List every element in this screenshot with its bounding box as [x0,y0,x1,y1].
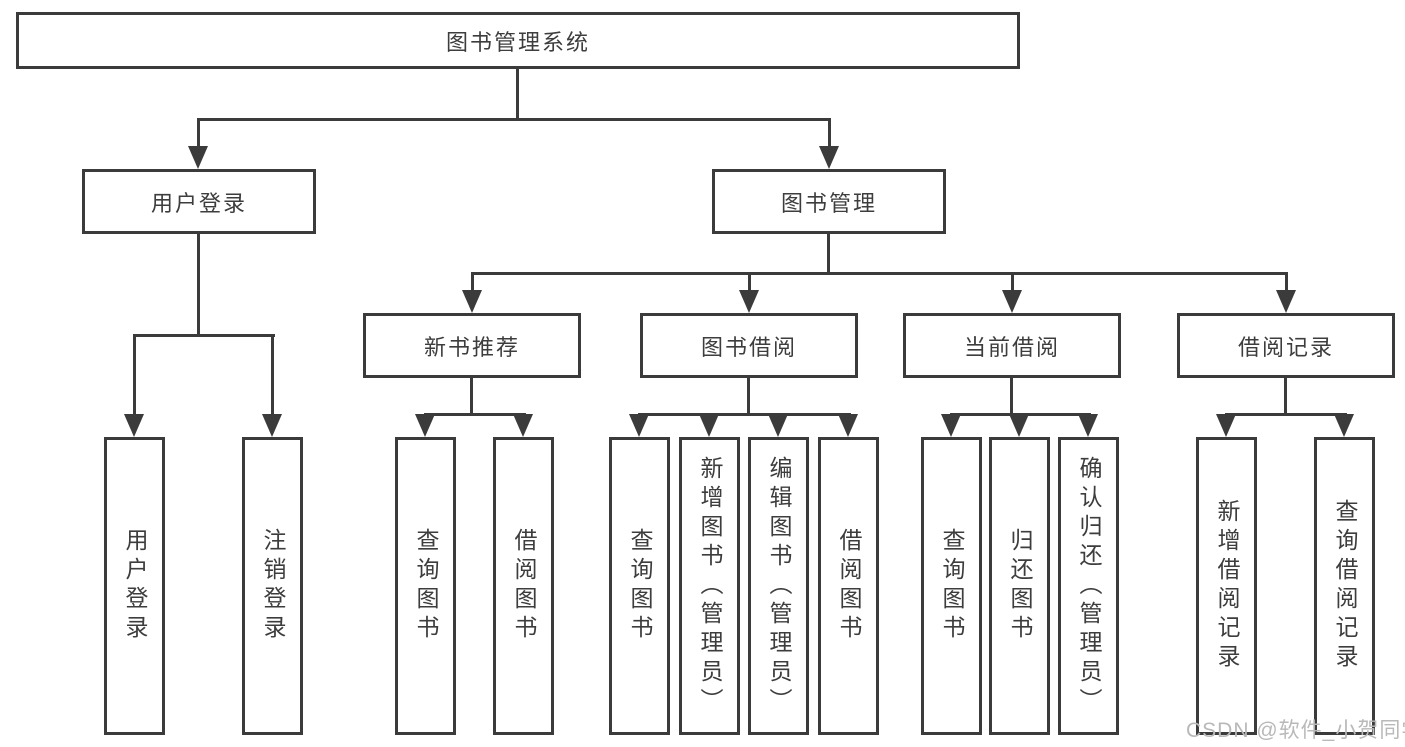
connector-line [747,376,750,416]
connector-bar [1225,413,1347,416]
leaf-label: 查询图书 [627,528,653,644]
connector-line [1010,376,1013,416]
arrow-down-icon [513,414,533,437]
leaf-label: 确认归还（管理员） [1076,455,1102,717]
connector-line [271,334,274,416]
connector-line [828,118,831,148]
connector-line [197,118,200,148]
node-book-management: 图书管理 [712,169,946,234]
arrow-down-icon [1009,414,1029,437]
node-label: 当前借阅 [963,334,1060,360]
node-book-borrowing: 图书借阅 [640,313,858,378]
arrow-down-icon [1078,414,1098,437]
leaf-label: 注销登录 [260,528,286,644]
connector-root-bar [198,118,831,121]
arrow-down-icon [699,414,719,437]
arrow-down-icon [1334,414,1354,437]
leaf-label: 归还图书 [1007,528,1033,644]
leaf-user-login: 用户登录 [104,437,165,735]
connector-bar [471,272,1288,275]
connector-line [748,272,751,292]
arrow-down-icon [629,414,649,437]
node-label: 图书管理系统 [445,29,590,55]
node-current-borrowing: 当前借阅 [903,313,1121,378]
arrow-down-icon [1216,414,1236,437]
arrow-down-icon [262,414,282,437]
arrow-down-icon [739,290,759,313]
leaf-label: 查询图书 [939,528,965,644]
arrow-down-icon [941,414,961,437]
arrow-down-icon [819,146,839,169]
leaf-label: 借阅图书 [511,528,537,644]
leaf-label: 查询图书 [413,528,439,644]
leaf-label: 用户登录 [122,528,148,644]
node-label: 用户登录 [150,190,247,216]
connector-bar [638,413,851,416]
arrow-down-icon [462,290,482,313]
leaf-label: 新增借阅记录 [1214,499,1240,673]
connector-line [1284,376,1287,416]
leaf-confirm-return-admin: 确认归还（管理员） [1058,437,1119,735]
leaf-logout: 注销登录 [242,437,303,735]
connector-root-stem [516,69,519,119]
leaf-query-books-current: 查询图书 [921,437,982,735]
leaf-add-books-admin: 新增图书（管理员） [679,437,740,735]
connector-bar [424,413,526,416]
leaf-borrow-books-borrowing: 借阅图书 [818,437,879,735]
connector-line [133,334,136,416]
leaf-edit-books-admin: 编辑图书（管理员） [748,437,809,735]
leaf-label: 借阅图书 [836,528,862,644]
arrow-down-icon [124,414,144,437]
leaf-return-books: 归还图书 [989,437,1050,735]
watermark-text: CSDN @软件_小贺同学 [1186,719,1405,742]
node-label: 图书借阅 [700,334,797,360]
node-new-book-recommendation: 新书推荐 [363,313,581,378]
arrow-down-icon [1002,290,1022,313]
connector-bar [133,334,275,337]
connector-line [471,272,474,292]
arrow-down-icon [1276,290,1296,313]
leaf-label: 新增图书（管理员） [697,455,723,717]
leaf-query-borrow-record: 查询借阅记录 [1314,437,1375,735]
node-label: 新书推荐 [423,334,520,360]
arrow-down-icon [838,414,858,437]
arrow-down-icon [188,146,208,169]
leaf-borrow-books-recommend: 借阅图书 [493,437,554,735]
connector-line [197,232,200,336]
connector-line [1011,272,1014,292]
arrow-down-icon [415,414,435,437]
node-label: 图书管理 [780,190,877,216]
leaf-label: 查询借阅记录 [1332,499,1358,673]
connector-line [827,232,830,275]
node-borrowing-records: 借阅记录 [1177,313,1395,378]
node-label: 借阅记录 [1237,334,1334,360]
connector-line [1285,272,1288,292]
node-root: 图书管理系统 [16,12,1020,69]
connector-line [470,376,473,416]
leaf-query-books-recommend: 查询图书 [395,437,456,735]
node-user-login: 用户登录 [82,169,316,234]
leaf-query-books-borrowing: 查询图书 [609,437,670,735]
leaf-add-borrow-record: 新增借阅记录 [1196,437,1257,735]
leaf-label: 编辑图书（管理员） [766,455,792,717]
arrow-down-icon [768,414,788,437]
